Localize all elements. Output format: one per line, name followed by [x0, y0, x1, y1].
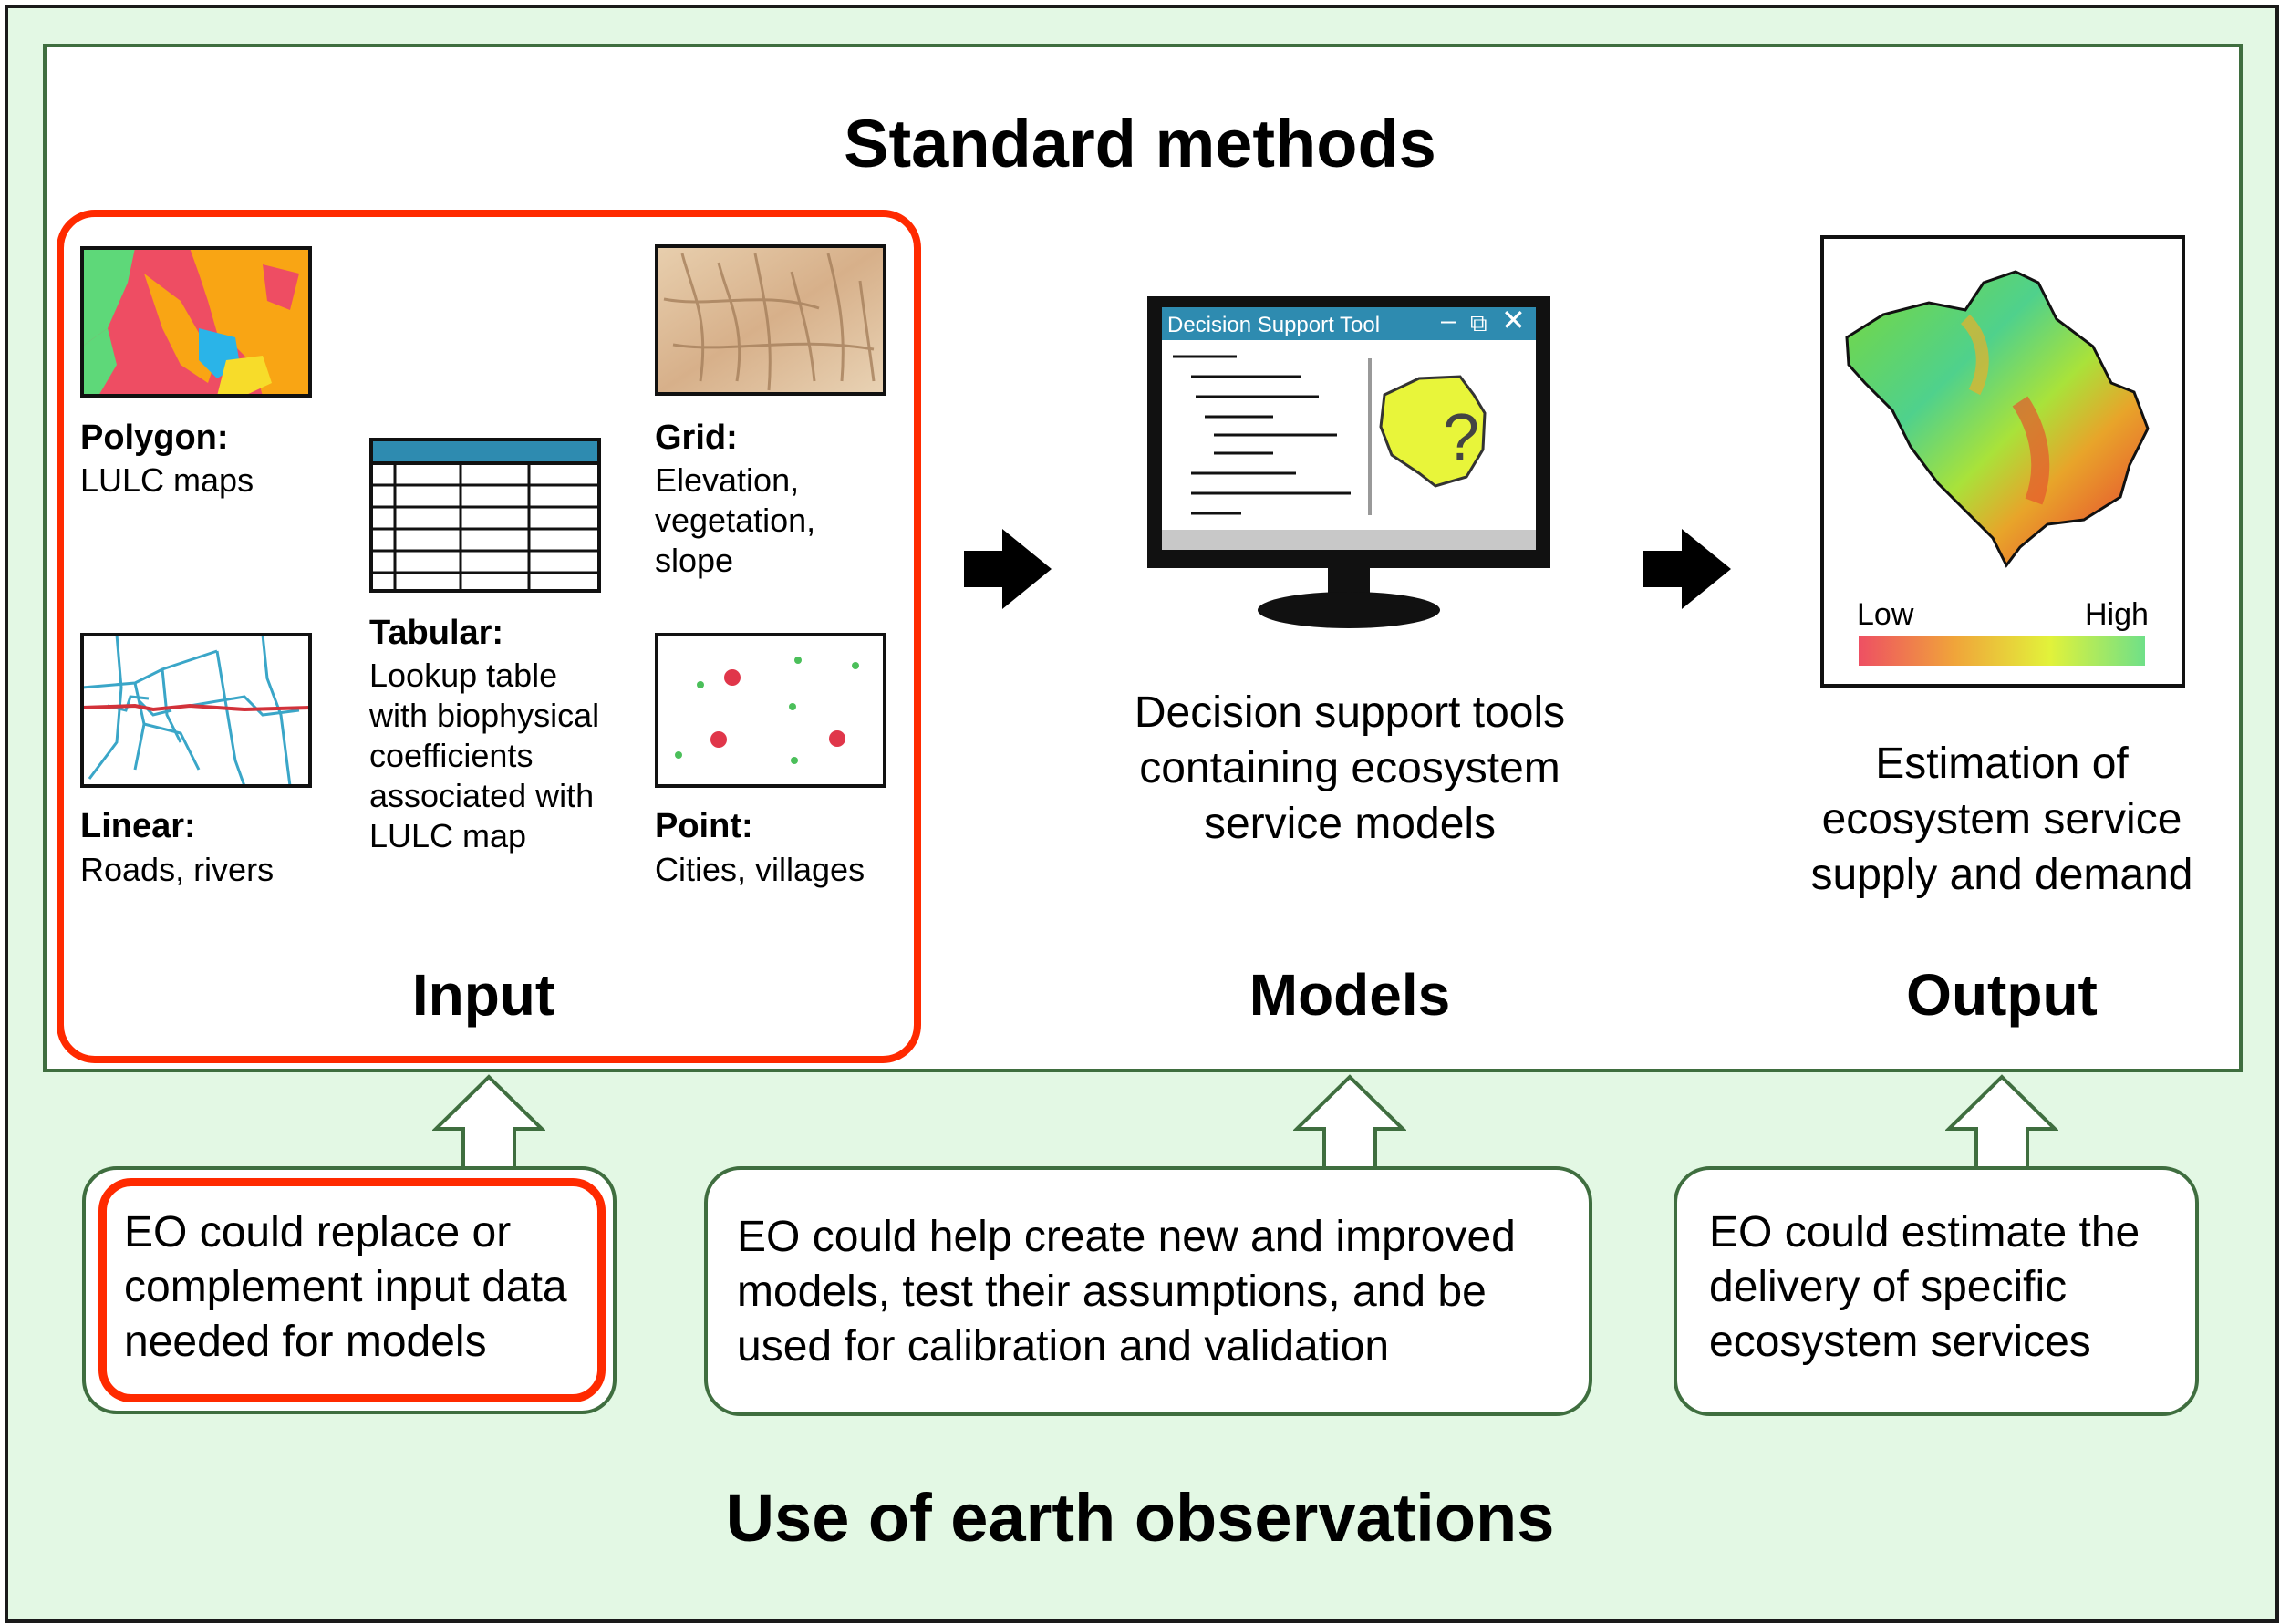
output-desc-3: supply and demand: [1810, 851, 2193, 899]
eo-box-output-line-3: ecosystem services: [1709, 1318, 2091, 1366]
eo-box-models: [704, 1166, 1592, 1416]
tabular-desc-1: Lookup table: [369, 657, 558, 694]
eo-box-models-line-3: used for calibration and validation: [737, 1322, 1390, 1371]
point-label: Point:: [655, 807, 753, 845]
legend-high-label: High: [2085, 597, 2149, 632]
point-map-image: [655, 633, 886, 788]
window-close-icon: ✕: [1501, 304, 1526, 336]
grid-label: Grid:: [655, 419, 738, 457]
grid-desc-2: vegetation,: [655, 502, 816, 539]
linear-map-image: [80, 633, 312, 788]
tabular-desc-2: with biophysical: [369, 697, 600, 734]
eo-box-output-line-1: EO could estimate the: [1709, 1208, 2140, 1257]
tabular-desc-4: associated with: [369, 777, 595, 814]
window-title: Decision Support Tool: [1167, 313, 1381, 337]
window-restore-icon: ⧉: [1470, 309, 1487, 336]
grid-desc-3: slope: [655, 542, 734, 579]
window-map-question-mark: ?: [1443, 401, 1480, 474]
output-heading: Output: [1906, 962, 2098, 1028]
monitor-image: [1147, 296, 1550, 628]
grid-elevation-image: [655, 244, 886, 396]
up-arrow-models: [1293, 1074, 1406, 1172]
eo-box-models-line-1: EO could help create new and improved: [737, 1213, 1516, 1261]
polygon-label: Polygon:: [80, 419, 229, 457]
point-desc: Cities, villages: [655, 851, 865, 888]
eo-box-input: [82, 1166, 617, 1414]
tabular-label: Tabular:: [369, 614, 504, 652]
arrow-models-to-output: [1643, 529, 1731, 609]
linear-desc: Roads, rivers: [80, 851, 275, 888]
eo-box-models-line-2: models, test their assumptions, and be: [737, 1267, 1487, 1316]
table-image: [369, 438, 601, 593]
tabular-desc-5: LULC map: [369, 817, 527, 854]
eo-box-output-line-2: delivery of specific: [1709, 1263, 2068, 1311]
arrow-input-to-models: [964, 529, 1052, 609]
legend-low-label: Low: [1857, 597, 1914, 632]
models-desc-2: containing ecosystem: [1139, 744, 1560, 792]
eo-box-input-line-1: EO could replace or: [124, 1208, 512, 1257]
output-desc-1: Estimation of: [1875, 740, 2129, 788]
input-highlight-box: [57, 210, 921, 1063]
polygon-map-image: [80, 246, 312, 398]
eo-box-output: [1674, 1166, 2199, 1416]
eo-box-input-line-2: complement input data: [124, 1263, 567, 1311]
up-arrow-output: [1945, 1074, 2058, 1172]
linear-label: Linear:: [80, 807, 196, 845]
legend-color-bar: [1859, 636, 2145, 666]
models-heading: Models: [1249, 962, 1451, 1028]
polygon-desc: LULC maps: [80, 461, 254, 499]
input-heading: Input: [411, 962, 555, 1028]
tabular-desc-3: coefficients: [369, 737, 534, 774]
eo-box-input-line-3: needed for models: [124, 1318, 487, 1366]
output-ecosystem-map: [1845, 270, 2150, 568]
models-desc-1: Decision support tools: [1134, 688, 1566, 737]
up-arrow-input: [432, 1074, 545, 1172]
grid-desc-1: Elevation,: [655, 461, 800, 499]
standard-methods-title: Standard methods: [844, 106, 1436, 181]
models-desc-3: service models: [1203, 800, 1497, 848]
window-minimize-icon: –: [1441, 305, 1456, 336]
output-desc-2: ecosystem service: [1821, 795, 2182, 843]
earth-observations-title: Use of earth observations: [725, 1480, 1555, 1556]
eo-box-input-highlight: [98, 1178, 606, 1402]
